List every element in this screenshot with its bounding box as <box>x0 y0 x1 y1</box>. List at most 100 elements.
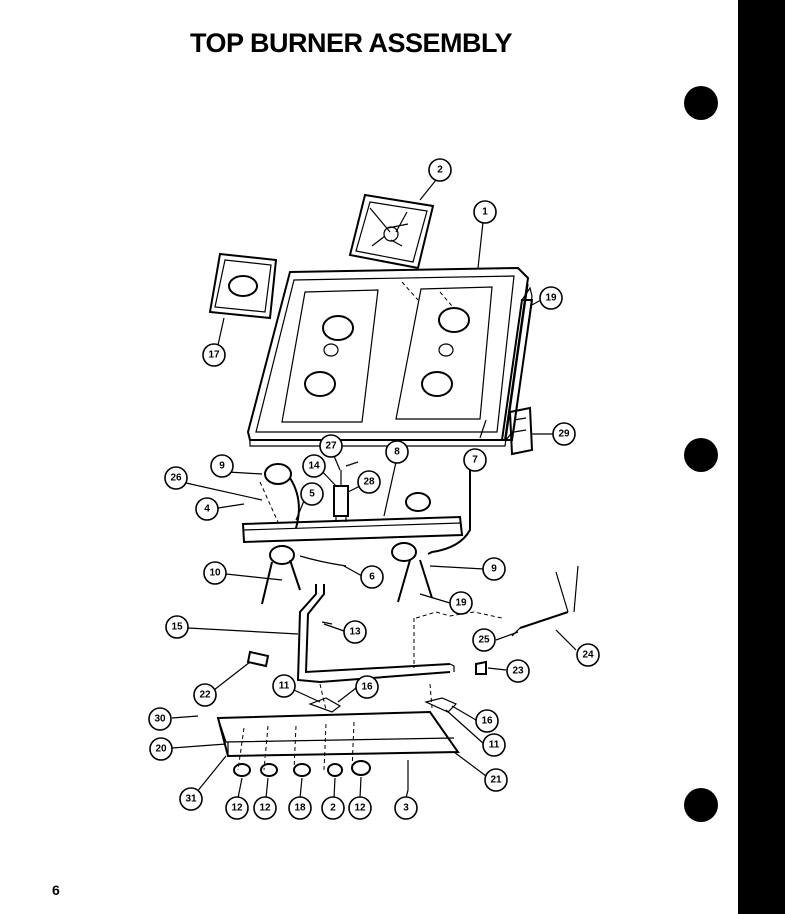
svg-text:23: 23 <box>512 666 524 677</box>
valve-bracket-left <box>308 697 342 713</box>
callout-13: 13 <box>343 620 367 644</box>
retainer <box>475 660 487 675</box>
svg-text:27: 27 <box>325 441 337 452</box>
svg-text:28: 28 <box>363 477 375 488</box>
page-title: TOP BURNER ASSEMBLY <box>190 28 513 58</box>
callout-11-right: 11 <box>482 733 506 757</box>
exploded-parts-diagram: 2 1 19 17 29 27 8 7 9 14 26 28 5 4 9 10 … <box>148 158 600 820</box>
svg-text:7: 7 <box>472 455 478 466</box>
svg-text:29: 29 <box>558 429 570 440</box>
callout-19-lower: 19 <box>449 591 473 615</box>
callout-26: 26 <box>164 466 188 490</box>
svg-text:19: 19 <box>545 293 557 304</box>
callout-1: 1 <box>473 200 497 224</box>
svg-text:16: 16 <box>361 682 373 693</box>
callout-8: 8 <box>385 440 409 464</box>
svg-text:25: 25 <box>478 635 490 646</box>
callout-25: 25 <box>472 628 496 652</box>
callout-23: 23 <box>506 659 530 683</box>
svg-text:22: 22 <box>199 690 211 701</box>
mounting-clip <box>246 650 270 668</box>
svg-text:15: 15 <box>171 622 183 633</box>
callout-9-right: 9 <box>482 557 506 581</box>
valve-bracket-right <box>424 697 458 713</box>
svg-text:4: 4 <box>204 504 210 515</box>
callout-29: 29 <box>552 422 576 446</box>
callout-15: 15 <box>165 615 189 639</box>
callout-20: 20 <box>149 737 173 761</box>
callout-12-second: 12 <box>253 796 277 820</box>
callout-12-first: 12 <box>225 796 249 820</box>
svg-text:5: 5 <box>309 489 315 500</box>
callout-30: 30 <box>148 707 172 731</box>
callout-5: 5 <box>300 482 324 506</box>
callout-11: 11 <box>272 674 296 698</box>
svg-text:9: 9 <box>491 564 497 575</box>
callout-4: 4 <box>195 497 219 521</box>
page-number: 6 <box>52 882 60 898</box>
svg-text:13: 13 <box>349 627 361 638</box>
punch-hole-middle <box>684 438 718 472</box>
svg-text:31: 31 <box>185 794 197 805</box>
callout-18: 18 <box>288 796 312 820</box>
svg-text:30: 30 <box>154 714 166 725</box>
gas-supply-pipe <box>296 584 455 684</box>
callout-19: 19 <box>539 286 563 310</box>
callout-17: 17 <box>202 343 226 367</box>
callout-21: 21 <box>484 768 508 792</box>
svg-text:9: 9 <box>219 461 225 472</box>
svg-text:19: 19 <box>455 598 467 609</box>
svg-text:6: 6 <box>369 572 375 583</box>
svg-text:26: 26 <box>170 473 182 484</box>
callout-31: 31 <box>179 787 203 811</box>
igniter-assembly <box>333 461 359 522</box>
control-panel <box>216 710 460 771</box>
screw <box>321 621 333 625</box>
svg-text:12: 12 <box>231 803 243 814</box>
callout-3: 3 <box>394 796 418 820</box>
callout-14: 14 <box>302 454 326 478</box>
svg-text:24: 24 <box>582 650 594 661</box>
leader-lines <box>171 179 577 799</box>
burner-manifold <box>241 515 464 544</box>
svg-text:12: 12 <box>354 803 366 814</box>
ignition-electrode <box>511 565 579 637</box>
burner-grate <box>348 193 435 270</box>
punch-hole-bottom <box>684 788 718 822</box>
punch-hole-top <box>684 86 718 120</box>
cooktop-panel <box>246 266 533 447</box>
svg-text:3: 3 <box>403 803 409 814</box>
callout-10: 10 <box>203 561 227 585</box>
svg-text:2: 2 <box>330 803 336 814</box>
svg-text:16: 16 <box>481 716 493 727</box>
callout-7: 7 <box>463 448 487 472</box>
control-knobs <box>233 760 409 790</box>
wire-lead <box>427 470 471 555</box>
burner-bowl <box>208 252 278 320</box>
svg-text:17: 17 <box>208 350 220 361</box>
svg-text:2: 2 <box>437 165 443 176</box>
callout-2-lower: 2 <box>321 796 345 820</box>
binding-edge <box>738 0 785 914</box>
callout-16: 16 <box>355 675 379 699</box>
svg-text:18: 18 <box>294 803 306 814</box>
callout-27: 27 <box>319 434 343 458</box>
callout-16-right: 16 <box>475 709 499 733</box>
callout-6: 6 <box>360 565 384 589</box>
svg-text:14: 14 <box>308 461 320 472</box>
callout-22: 22 <box>193 683 217 707</box>
right-burner-head <box>391 492 433 603</box>
svg-text:12: 12 <box>259 803 271 814</box>
callout-24: 24 <box>576 643 600 667</box>
svg-text:21: 21 <box>490 775 502 786</box>
svg-text:11: 11 <box>279 681 290 692</box>
svg-text:10: 10 <box>209 568 221 579</box>
wire-lead-left <box>299 555 347 567</box>
left-burner-head <box>261 463 301 605</box>
callout-28: 28 <box>357 470 381 494</box>
callout-2: 2 <box>428 158 452 182</box>
callout-9: 9 <box>210 454 234 478</box>
svg-text:20: 20 <box>155 744 167 755</box>
callout-12-third: 12 <box>348 796 372 820</box>
svg-text:11: 11 <box>489 740 500 751</box>
